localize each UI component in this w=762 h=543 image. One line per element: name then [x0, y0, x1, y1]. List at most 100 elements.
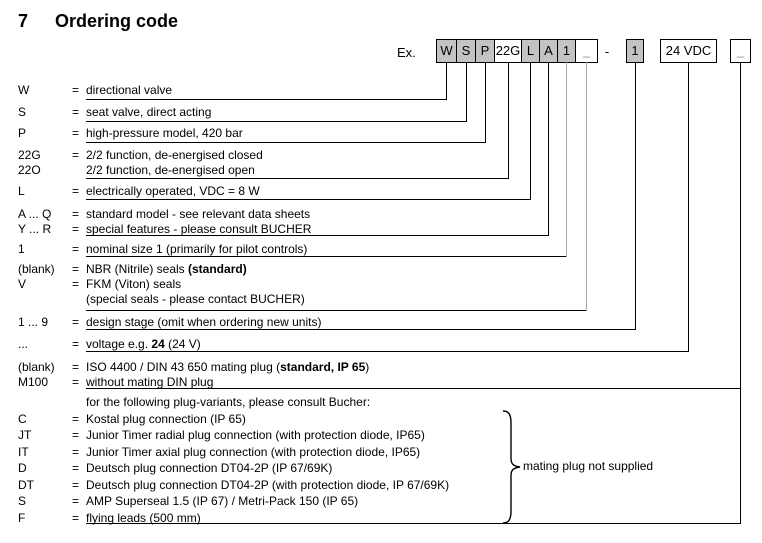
row-description: AMP Superseal 1.5 (IP 67) / Metri-Pack 1…: [86, 494, 359, 508]
row-label: S: [18, 105, 27, 119]
code-row-p: P = high-pressure model, 420 bar: [0, 126, 762, 141]
code-row-22g: 22G=2/2 function, de-energised closed: [0, 148, 762, 163]
row-equals: =: [72, 105, 80, 119]
code-row-special-features: Y ... R = special features - please consul…: [0, 222, 762, 237]
code-row-junior-timer-axial: IT=Junior Timer axial plug connection (w…: [0, 445, 762, 460]
row-description: for the following plug-variants, please …: [86, 395, 371, 409]
code-box-blank-seals: _: [575, 39, 598, 63]
row-label: A ... Q: [18, 207, 52, 221]
row-equals: =: [72, 428, 80, 442]
leader-line-p: [485, 62, 486, 143]
row-label: IT: [18, 445, 29, 459]
underline-flying-leads: [86, 523, 741, 524]
row-description: electrically operated, VDC = 8 W: [86, 184, 260, 198]
row-equals: =: [72, 375, 80, 389]
row-description: without mating DIN plug: [86, 375, 214, 389]
code-box-p: P: [475, 39, 495, 63]
code-row-voltage: ...=voltage e.g. 24 (24 V): [0, 337, 762, 352]
mating-plug-note: mating plug not supplied: [523, 459, 654, 473]
underline-voltage: [86, 351, 688, 352]
underline-l: [86, 199, 530, 200]
leader-line-a: [548, 62, 549, 236]
code-row-special-seals-note: (special seals - please contact BUCHER): [0, 292, 762, 307]
code-row-design-stage: 1 ... 9 = design stage (omit when ordering…: [0, 315, 762, 330]
row-label: M100: [18, 375, 49, 389]
leader-line-22g: [508, 62, 509, 179]
code-row-fkm-seals: V=FKM (Viton) seals: [0, 277, 762, 292]
leader-line-s: [466, 62, 467, 122]
brace-bracket: [502, 410, 521, 524]
row-equals: =: [72, 242, 80, 256]
row-equals: =: [72, 494, 80, 508]
code-box-1: 1: [557, 39, 576, 63]
row-description: ISO 4400 / DIN 43 650 mating plug (stand…: [86, 360, 370, 374]
row-label: ...: [18, 337, 29, 351]
underline-p: [86, 142, 485, 143]
leader-line-design-stage: [635, 62, 636, 330]
section-number: 7: [18, 11, 29, 31]
row-equals: =: [72, 277, 80, 291]
code-row-deutsch-diode: DT = Deutsch plug connection DT04-2P (with…: [0, 478, 762, 493]
leader-line-plug: [740, 62, 741, 524]
row-equals: =: [72, 337, 80, 351]
code-box-a: A: [539, 39, 558, 63]
row-description: Deutsch plug connection DT04-2P (with pr…: [86, 478, 450, 492]
code-row-amp-superseal: S = AMP Superseal 1.5 (IP 67) / Metri-Pack…: [0, 494, 762, 509]
row-label: V: [18, 277, 27, 291]
row-label: Y ... R: [18, 222, 52, 236]
row-equals: =: [72, 222, 80, 236]
underline-design-stage: [86, 329, 635, 330]
row-description: Deutsch plug connection DT04-2P (IP 67/6…: [86, 461, 333, 475]
row-equals: =: [72, 511, 80, 525]
row-equals: =: [72, 83, 80, 97]
row-label: D: [18, 461, 27, 475]
row-label: 1: [18, 242, 25, 256]
row-equals: =: [72, 461, 80, 475]
code-row-flying-leads: F = flying leads (500 mm): [0, 511, 762, 526]
row-label: C: [18, 412, 27, 426]
code-row-nbr-seals: (blank)=NBR (Nitrile) seals (standard): [0, 262, 762, 277]
leader-line-w: [446, 62, 447, 100]
code-row-deutsch: D = Deutsch plug connection DT04-2P (IP 67…: [0, 461, 762, 476]
row-equals: =: [72, 315, 80, 329]
row-equals: =: [72, 478, 80, 492]
code-box-blank-plug: _: [730, 39, 751, 63]
code-row-plug-variants-header: for the following plug-variants, please …: [0, 395, 762, 410]
row-description: 2/2 function, de-energised closed: [86, 148, 263, 162]
code-box-design-stage: 1: [626, 39, 644, 63]
row-label: L: [18, 184, 25, 198]
code-row-w: W = directional valve: [0, 83, 762, 98]
row-description: high-pressure model, 420 bar: [86, 126, 243, 140]
row-equals: =: [72, 126, 80, 140]
code-row-kostal: C=Kostal plug connection (IP 65): [0, 412, 762, 427]
row-description: design stage (omit when ordering new uni…: [86, 315, 322, 329]
leader-line-size: [566, 62, 567, 257]
row-description: seat valve, direct acting: [86, 105, 212, 119]
row-label: (blank): [18, 262, 55, 276]
row-description: flying leads (500 mm): [86, 511, 201, 525]
code-row-standard-model: A ... Q=standard model - see relevant da…: [0, 207, 762, 222]
row-label: S: [18, 494, 27, 508]
code-box-22g: 22G: [494, 39, 522, 63]
row-description: standard model - see relevant data sheet…: [86, 207, 311, 221]
leader-line-l: [530, 62, 531, 200]
row-description: special features - please consult BUCHER: [86, 222, 312, 236]
row-label: F: [18, 511, 26, 525]
code-row-junior-timer-radial: JT=Junior Timer radial plug connection (…: [0, 428, 762, 443]
code-row-m100: M100 = without mating DIN plug: [0, 375, 762, 390]
row-label: (blank): [18, 360, 55, 374]
underline-mating-plug: [86, 388, 741, 389]
underline-s: [86, 121, 466, 122]
underline-model: [86, 235, 548, 236]
row-label: P: [18, 126, 27, 140]
row-label: DT: [18, 478, 34, 492]
leader-line-seals: [586, 62, 587, 311]
row-description: nominal size 1 (primarily for pilot cont…: [86, 242, 308, 256]
row-description: directional valve: [86, 83, 173, 97]
row-description: NBR (Nitrile) seals (standard): [86, 262, 247, 276]
code-box-w: W: [436, 39, 457, 63]
row-label: 1 ... 9: [18, 315, 49, 329]
row-label: W: [18, 83, 30, 97]
